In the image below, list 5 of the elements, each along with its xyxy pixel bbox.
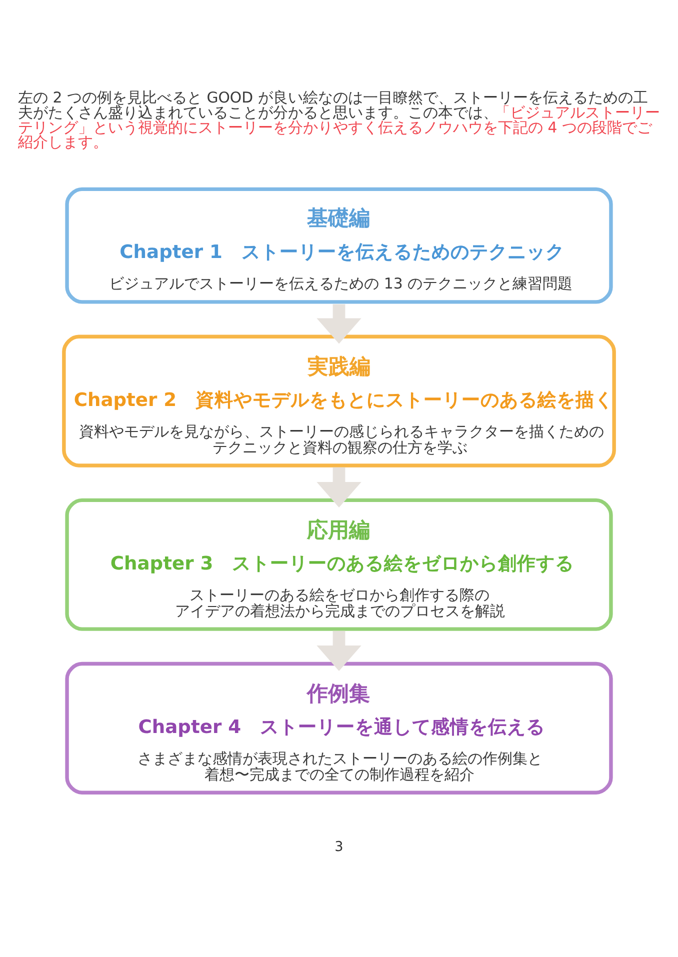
arrow — [316, 467, 362, 508]
arrow — [316, 630, 362, 672]
label: 3 — [334, 839, 344, 856]
arrow — [316, 304, 362, 344]
label: 紹介します。 — [18, 133, 108, 152]
